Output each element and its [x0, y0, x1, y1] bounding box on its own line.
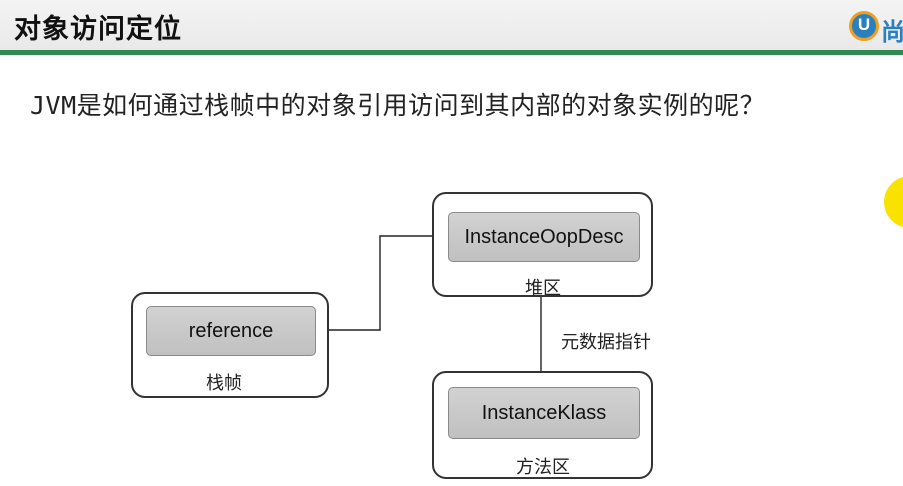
question-text: JVM是如何通过栈帧中的对象引用访问到其内部的对象实例的呢？ — [30, 91, 766, 120]
pointer-highlight — [884, 176, 903, 228]
stack-frame-region: reference 栈帧 — [131, 292, 329, 398]
slide-title: 对象访问定位 — [14, 14, 182, 45]
logo-icon: U — [849, 11, 879, 41]
edge-reference-to-oop — [313, 232, 447, 331]
instance-oop-desc-node: InstanceOopDesc — [448, 212, 640, 262]
brand-logo: U 尚 — [847, 8, 903, 46]
reference-node: reference — [146, 306, 316, 356]
method-area-region: InstanceKlass 方法区 — [432, 371, 653, 479]
header-divider — [0, 50, 903, 55]
method-area-label: 方法区 — [516, 457, 570, 478]
heap-region: InstanceOopDesc 堆区 — [432, 192, 653, 299]
instance-klass-node: InstanceKlass — [448, 387, 640, 439]
metadata-pointer-label: 元数据指针 — [561, 332, 651, 353]
stack-frame-label: 栈帧 — [206, 373, 242, 394]
logo-text: 尚 — [881, 18, 903, 46]
heap-label: 堆区 — [525, 278, 561, 299]
slide-header: 对象访问定位 U 尚 — [0, 0, 903, 50]
